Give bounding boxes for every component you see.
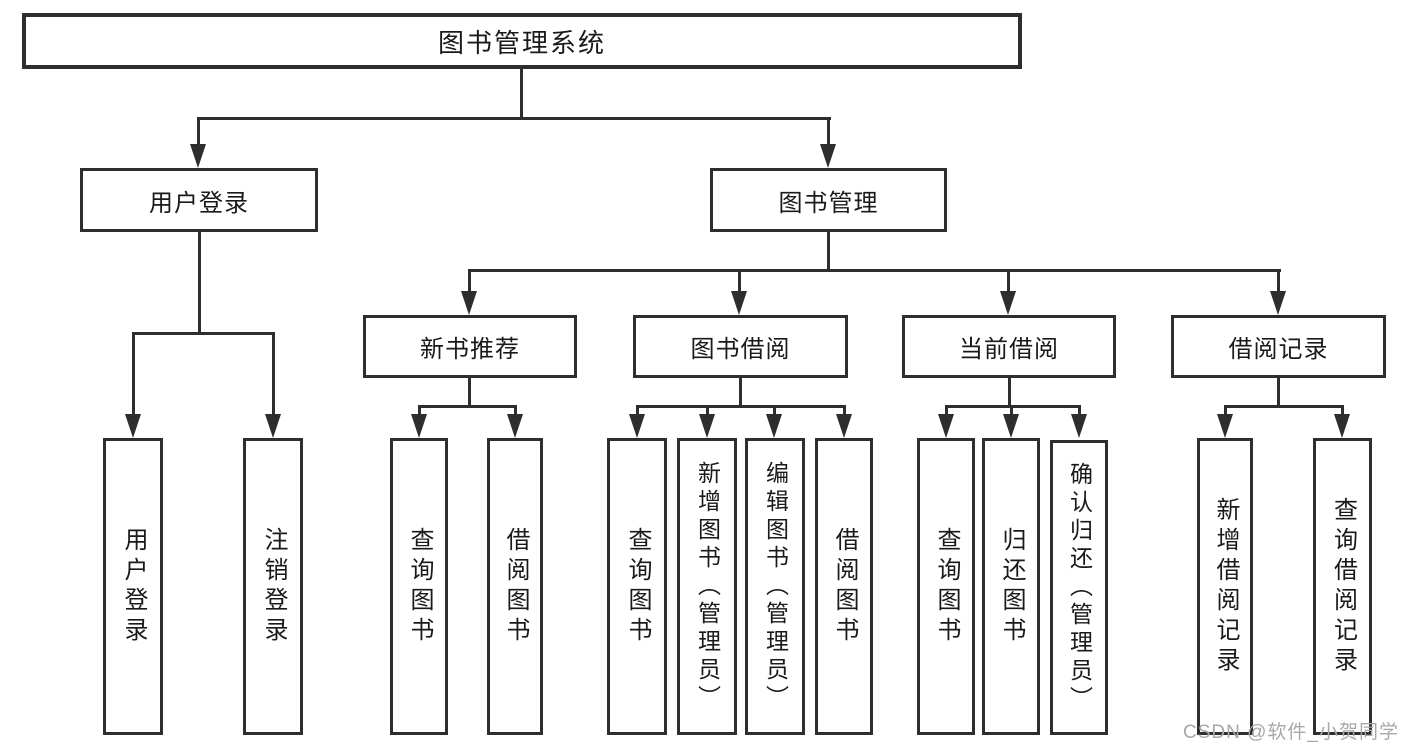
connector-new-book-stem [468,378,471,407]
connector-user-login-drop-2 [272,332,275,418]
node-borrow-records: 借阅记录 [1171,315,1386,378]
connector-current-borrow-stem [1008,378,1011,407]
connector-book-borrow-drop-2 [706,405,709,418]
connector-book-borrow-stem [739,378,742,407]
connector-new-book-bar [418,405,517,408]
connector-root-drop-right [827,117,830,145]
connector-book-mgmt-drop-2 [738,269,741,293]
node-book-borrowing: 图书借阅 [633,315,848,378]
leaf-return-book: 归还图书 [982,438,1040,735]
connector-book-borrow-drop-4 [843,405,846,418]
arrowhead-down-icon [820,144,836,168]
watermark: CSDN @软件_小贺同学 [1183,722,1399,743]
leaf-logout-label: 注销登录 [260,526,287,647]
arrowhead-down-icon [411,414,427,438]
leaf-add-book-admin: 新增图书（管理员） [677,438,737,735]
leaf-query-books-current-label: 查询图书 [933,526,960,647]
connector-book-mgmt-stem [827,232,830,271]
leaf-query-books-recommend-label: 查询图书 [406,526,433,647]
connector-book-borrow-drop-3 [773,405,776,418]
connector-root-stem [520,69,523,118]
connector-book-mgmt-drop-3 [1007,269,1010,293]
leaf-borrow-books-recommend: 借阅图书 [487,438,543,735]
leaf-edit-book-admin-label: 编辑图书（管理员） [762,460,789,713]
node-book-borrowing-label: 图书借阅 [690,336,791,363]
arrowhead-down-icon [1003,414,1019,438]
node-new-book-recommend: 新书推荐 [363,315,577,378]
arrowhead-down-icon [836,414,852,438]
leaf-borrow-books-borrowing: 借阅图书 [815,438,873,735]
node-book-management-label: 图书管理 [778,189,879,217]
arrowhead-down-icon [1334,414,1350,438]
arrowhead-down-icon [461,291,477,315]
node-root-label: 图书管理系统 [437,27,606,58]
leaf-borrow-books-recommend-label: 借阅图书 [502,526,529,647]
connector-user-login-bar [132,332,275,335]
leaf-query-borrow-record-label: 查询借阅记录 [1329,496,1357,677]
leaf-add-book-admin-label: 新增图书（管理员） [694,460,721,713]
connector-records-bar [1224,405,1344,408]
leaf-query-books-current: 查询图书 [917,438,975,735]
leaf-confirm-return-admin-label: 确认归还（管理员） [1066,461,1093,714]
node-user-login-label: 用户登录 [149,189,249,217]
arrowhead-down-icon [766,414,782,438]
arrowhead-down-icon [265,414,281,438]
arrowhead-down-icon [1000,291,1016,315]
connector-current-borrow-drop-2 [1010,405,1013,418]
connector-records-drop-1 [1224,405,1227,418]
leaf-return-book-label: 归还图书 [998,526,1025,647]
connector-book-borrow-bar [636,405,846,408]
leaf-query-books-recommend: 查询图书 [390,438,448,735]
leaf-confirm-return-admin: 确认归还（管理员） [1050,440,1108,735]
connector-current-borrow-drop-3 [1078,405,1081,418]
leaf-query-books-borrowing-label: 查询图书 [624,526,651,647]
leaf-borrow-books-borrowing-label: 借阅图书 [831,526,858,647]
connector-new-book-drop-2 [514,405,517,418]
connector-root-bar [197,117,831,120]
arrowhead-down-icon [507,414,523,438]
leaf-query-borrow-record: 查询借阅记录 [1313,438,1372,735]
node-book-management: 图书管理 [710,168,947,232]
leaf-user-login-label: 用户登录 [120,526,147,647]
connector-records-drop-2 [1341,405,1344,418]
node-borrow-records-label: 借阅记录 [1228,336,1329,363]
connector-current-borrow-bar [945,405,1081,408]
connector-new-book-drop-1 [418,405,421,418]
arrowhead-down-icon [629,414,645,438]
connector-user-login-stem [198,232,201,333]
leaf-edit-book-admin: 编辑图书（管理员） [745,438,805,735]
leaf-add-borrow-record: 新增借阅记录 [1197,438,1253,735]
leaf-logout: 注销登录 [243,438,303,735]
connector-root-drop-left [197,117,200,145]
node-new-book-recommend-label: 新书推荐 [420,336,520,363]
node-root: 图书管理系统 [22,13,1022,69]
arrowhead-down-icon [1270,291,1286,315]
leaf-query-books-borrowing: 查询图书 [607,438,667,735]
arrowhead-down-icon [1071,414,1087,438]
arrowhead-down-icon [699,414,715,438]
leaf-user-login: 用户登录 [103,438,163,735]
node-user-login: 用户登录 [80,168,318,232]
node-current-borrowing-label: 当前借阅 [959,336,1059,363]
connector-current-borrow-drop-1 [945,405,948,418]
connector-user-login-drop-1 [132,332,135,418]
arrowhead-down-icon [1217,414,1233,438]
connector-book-mgmt-drop-1 [468,269,471,293]
arrowhead-down-icon [125,414,141,438]
leaf-add-borrow-record-label: 新增借阅记录 [1212,496,1239,677]
arrowhead-down-icon [938,414,954,438]
node-current-borrowing: 当前借阅 [902,315,1116,378]
connector-records-stem [1277,378,1280,407]
connector-book-mgmt-bar [468,269,1281,272]
connector-book-mgmt-drop-4 [1277,269,1280,293]
arrowhead-down-icon [731,291,747,315]
connector-book-borrow-drop-1 [636,405,639,418]
arrowhead-down-icon [190,144,206,168]
